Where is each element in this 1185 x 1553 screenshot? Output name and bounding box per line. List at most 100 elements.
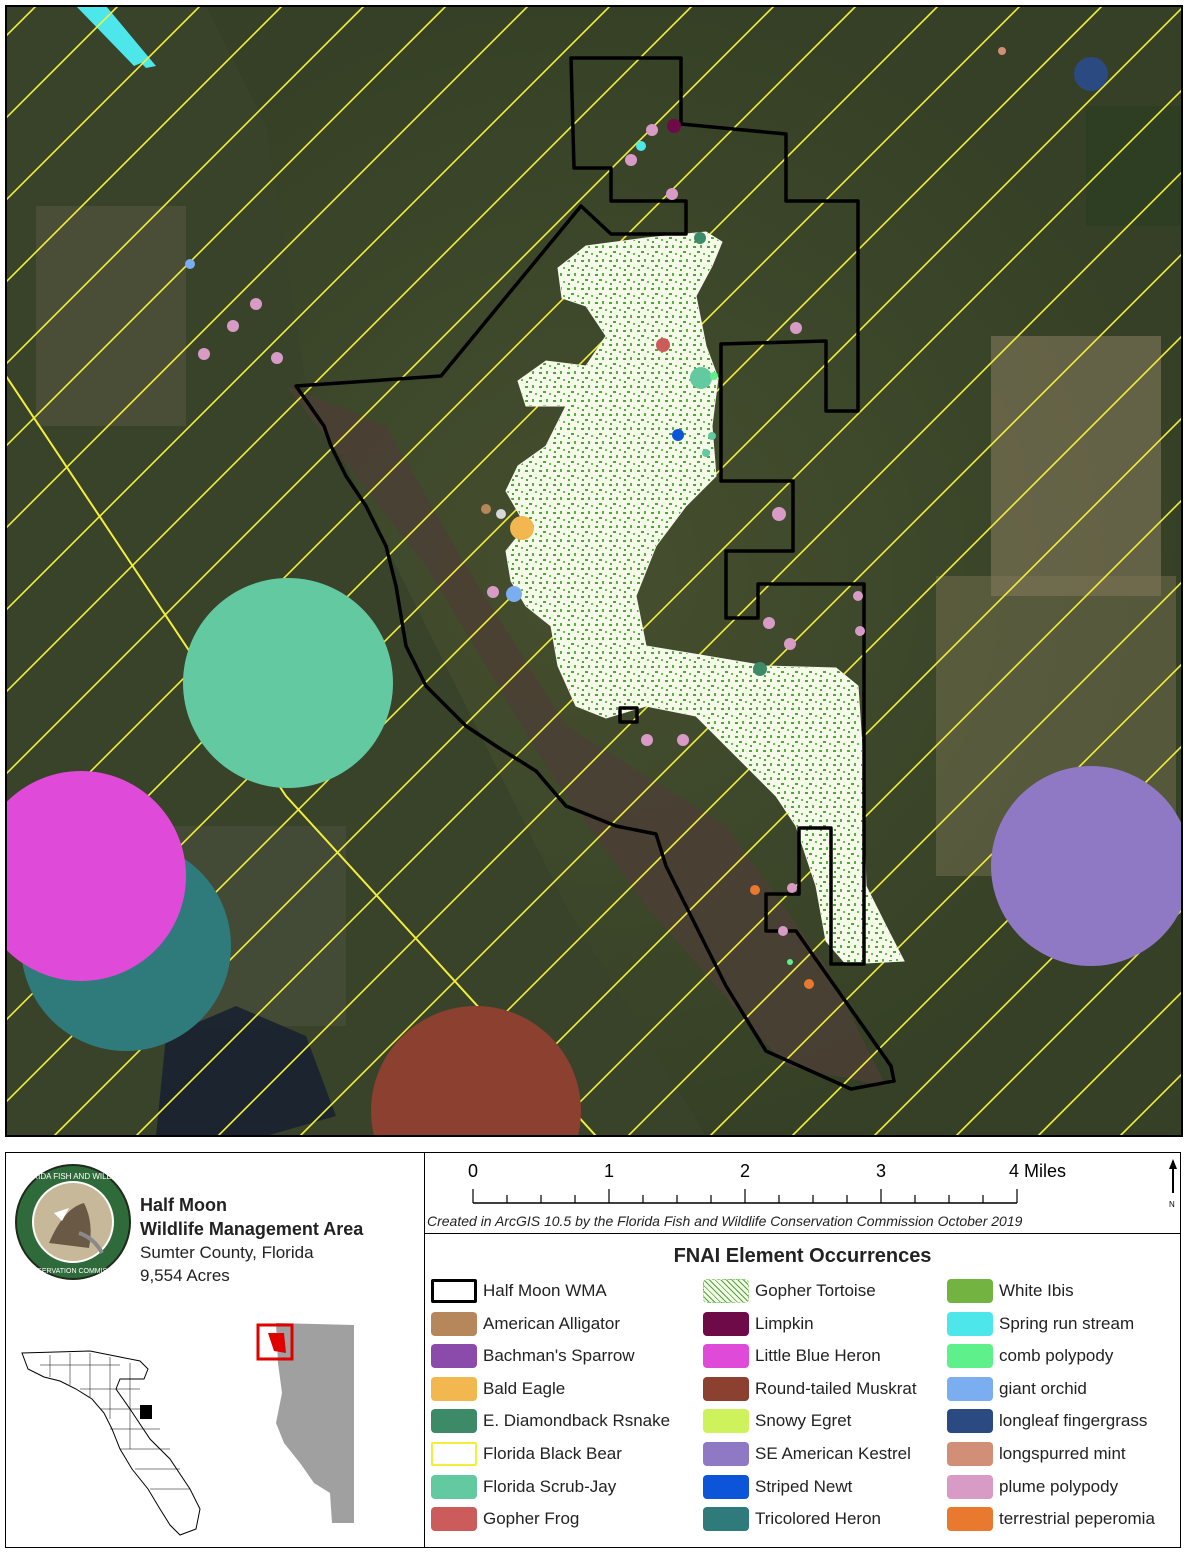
legend-item: White Ibis [947,1277,1074,1305]
map-frame[interactable] [5,5,1183,1137]
bear-hatch-line [6,6,447,448]
legend-item: longspurred mint [947,1440,1126,1468]
legend-label: Bald Eagle [483,1378,566,1398]
legend-label: terrestrial peperomia [999,1509,1155,1529]
legend-label: Little Blue Heron [755,1346,881,1366]
legend-item: Tricolored Heron [703,1505,881,1533]
bear-hatch-line [6,6,529,530]
legend-item: comb polypody [947,1342,1113,1370]
florida-locator-map [21,1350,201,1536]
legend-swatch [703,1409,749,1434]
legend-swatch [431,1376,477,1401]
legend-label: Spring run stream [999,1313,1135,1333]
acres-label: 9,554 Acres [140,1266,230,1285]
legend-label: Half Moon WMA [483,1281,607,1300]
bear-hatch-line [6,6,693,694]
legend-swatch [703,1474,749,1499]
seal-top-text: FLORIDA FISH AND WILDLIFE [17,1172,129,1181]
legend-item: Half Moon WMA [431,1277,607,1305]
legend-item: Striped Newt [703,1473,852,1501]
hatch-lines [6,6,1182,1136]
bear-hatch-line [6,6,775,776]
county-label: Sumter County, Florida [140,1243,314,1262]
area-title: Half Moon [140,1195,227,1215]
legend-item: Florida Scrub-Jay [431,1473,616,1501]
legend-item: Spring run stream [947,1310,1134,1338]
aerial-map[interactable] [6,6,1182,1136]
little-blue-heron-area [6,771,186,981]
legend-label: Snowy Egret [755,1411,852,1431]
seal-bottom-text: CONSERVATION COMMISSION [22,1268,125,1275]
scale-label: 2 [740,1161,750,1181]
legend-item: Gopher Frog [431,1505,579,1533]
north-arrow: N [1169,1159,1177,1208]
legend-swatch [431,1344,477,1369]
north-label: N [1169,1200,1175,1208]
legend-label: longleaf fingergrass [999,1411,1148,1431]
legend-label: Florida Black Bear [483,1444,622,1463]
bear-hatch-line [381,334,1182,1136]
bear-hatch-line [791,744,1182,1136]
bear-hatch-line [6,6,365,366]
scale-label: 0 [468,1161,478,1181]
wma-boundary [294,56,896,1091]
legend-label: E. Diamondback Rsnake [483,1411,671,1431]
legend-item: SE American Kestrel [703,1440,911,1468]
credit-line: Created in ArcGIS 10.5 by the Florida Fi… [427,1213,1023,1229]
legend-swatch [947,1442,993,1466]
bear-hatch-line [135,88,1182,1136]
legend-swatch [703,1442,749,1466]
bear-hatch-line [6,6,939,940]
legend-swatch [703,1279,749,1303]
legend-swatch [947,1474,993,1499]
legend-item: American Alligator [431,1310,620,1338]
legend-item: Limpkin [703,1310,814,1338]
bear-hatch-line [299,252,1182,1136]
legend-item: Gopher Tortoise [703,1277,876,1305]
legend-item: terrestrial peperomia [947,1505,1155,1533]
legend-item: Little Blue Heron [703,1342,881,1370]
legend-label: Florida Scrub-Jay [483,1476,617,1496]
legend-swatch [703,1344,749,1369]
legend-label: Gopher Tortoise [755,1281,876,1300]
legend-label: Tricolored Heron [755,1509,881,1529]
legend-label: Round-tailed Muskrat [755,1378,917,1398]
legend-item: Snowy Egret [703,1407,851,1435]
legend-swatch [703,1376,749,1401]
longleaf-fingergrass-point [1074,57,1108,91]
legend-label: longspurred mint [999,1444,1126,1463]
legend-label: White Ibis [999,1281,1074,1300]
area-subtitle: Wildlife Management Area [140,1219,364,1239]
legend-item: Bachman's Sparrow [431,1342,635,1370]
bear-hatch-line [545,498,1182,1136]
legend-label: plume polypody [999,1476,1119,1496]
legend-swatch [431,1279,477,1303]
legend-item: Bald Eagle [431,1375,565,1403]
legend-item: Florida Black Bear [431,1440,622,1468]
legend-frame: FLORIDA FISH AND WILDLIFE CONSERVATION C… [5,1152,1181,1548]
scale-label: 4 Miles [1009,1161,1066,1181]
scrub-jay-area [183,578,393,788]
legend-swatch [431,1409,477,1434]
bear-hatch-line [217,170,1182,1136]
legend-label: Gopher Frog [483,1509,580,1529]
legend-swatch [703,1507,749,1532]
legend-item: plume polypody [947,1473,1118,1501]
legend-swatch [431,1507,477,1532]
bear-hatch-line [6,6,611,612]
legend-swatch [431,1311,477,1336]
bear-hatch-line [463,416,1182,1136]
fwc-seal-logo: FLORIDA FISH AND WILDLIFE CONSERVATION C… [15,1164,131,1280]
legend-swatch [947,1376,993,1401]
sumter-county-locator [256,1323,354,1523]
legend-item: Round-tailed Muskrat [703,1375,917,1403]
legend-label: American Alligator [483,1313,621,1333]
legend-swatch [947,1344,993,1369]
occurrence-points [6,47,1182,1136]
scale-label: 1 [604,1161,614,1181]
muskrat-area [371,1006,581,1136]
legend-swatch [947,1409,993,1434]
bear-hatch-line [709,662,1182,1136]
